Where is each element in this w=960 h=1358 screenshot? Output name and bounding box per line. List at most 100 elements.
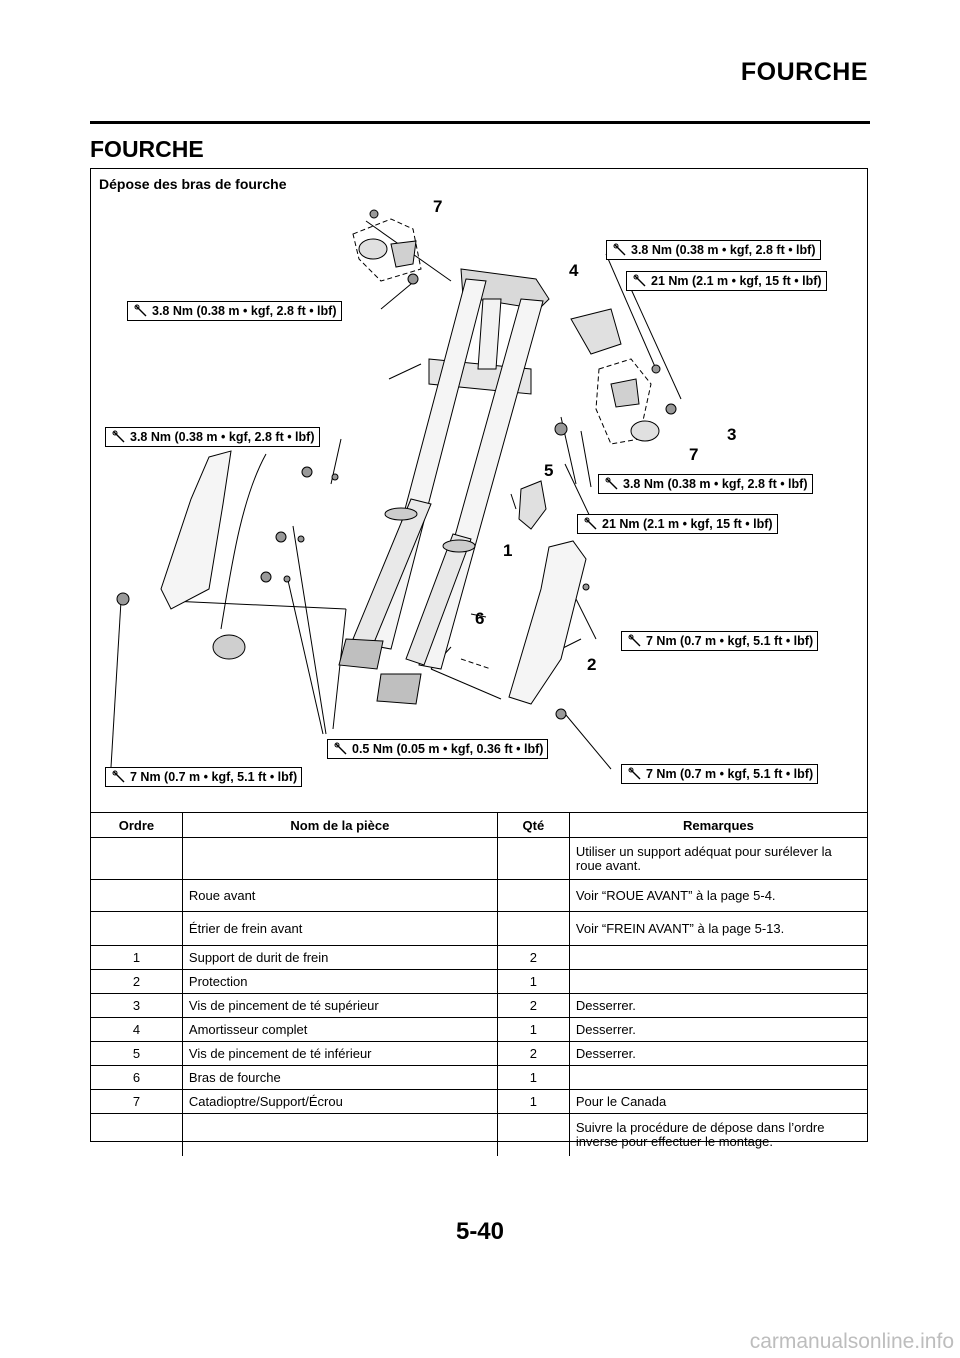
torque-spec-reflector-left: 3.8 Nm (0.38 m • kgf, 2.8 ft • lbf) (127, 301, 342, 321)
callout-2-protector: 2 (587, 655, 597, 674)
watermark[interactable]: carmanualsonline.info (749, 1330, 954, 1353)
page-header-title: FOURCHE (740, 58, 868, 86)
cell-quantity: 1 (496, 969, 570, 994)
torque-value: 3.8 Nm (0.38 m • kgf, 2.8 ft • lbf) (152, 304, 337, 318)
cell-remarks (568, 969, 867, 994)
wrench-icon (584, 517, 597, 530)
cell-part-name: Vis de pincement de té supérieur (181, 993, 498, 1018)
table-row: 3 Vis de pincement de té supérieur 2 Des… (91, 993, 867, 1018)
cell-order (91, 879, 183, 912)
cell-quantity (496, 1113, 570, 1156)
callout-5-lower-clamp-bolt: 5 (544, 461, 554, 480)
cell-remarks: Voir “ROUE AVANT” à la page 5-4. (568, 879, 867, 912)
cell-part-name: Bras de fourche (181, 1065, 498, 1090)
fork-exploded-diagram (110, 209, 682, 770)
torque-spec-reflector-right: 3.8 Nm (0.38 m • kgf, 2.8 ft • lbf) (598, 474, 813, 494)
cell-remarks: Desserrer. (568, 993, 867, 1018)
cell-quantity: 2 (496, 993, 570, 1018)
cell-remarks: Suivre la procédure de dépose dans l’ord… (568, 1113, 867, 1156)
cell-quantity: 2 (496, 1041, 570, 1066)
cell-remarks: Desserrer. (568, 1041, 867, 1066)
table-header-row: Ordre Nom de la pièce Qté Remarques (91, 812, 867, 838)
callout-1-hose-bracket: 1 (503, 541, 513, 560)
torque-spec-guard-left: 3.8 Nm (0.38 m • kgf, 2.8 ft • lbf) (105, 427, 320, 447)
torque-value: 7 Nm (0.7 m • kgf, 5.1 ft • lbf) (646, 767, 814, 781)
wrench-icon (633, 274, 646, 287)
cell-part-name: Vis de pincement de té inférieur (181, 1041, 498, 1066)
cell-order: 5 (91, 1041, 183, 1066)
table-row: 4 Amortisseur complet 1 Desserrer. (91, 1017, 867, 1042)
page-number: 5-40 (455, 1218, 505, 1245)
torque-value: 3.8 Nm (0.38 m • kgf, 2.8 ft • lbf) (623, 477, 808, 491)
header-divider (90, 121, 870, 124)
table-row: 5 Vis de pincement de té inférieur 2 Des… (91, 1041, 867, 1066)
torque-spec-upper-right: 3.8 Nm (0.38 m • kgf, 2.8 ft • lbf) (606, 240, 821, 260)
cell-order (91, 911, 183, 946)
callout-6-fork-leg: 6 (475, 609, 485, 628)
cell-quantity (496, 837, 570, 880)
torque-value: 7 Nm (0.7 m • kgf, 5.1 ft • lbf) (646, 634, 814, 648)
torque-spec-guard-right-upper: 7 Nm (0.7 m • kgf, 5.1 ft • lbf) (621, 631, 819, 651)
cell-remarks: Voir “FREIN AVANT” à la page 5-13. (568, 911, 867, 946)
wrench-icon (134, 304, 147, 317)
callout-7-reflector-right: 7 (689, 445, 699, 464)
cell-quantity (496, 911, 570, 946)
torque-value: 21 Nm (2.1 m • kgf, 15 ft • lbf) (651, 274, 822, 288)
torque-spec-hose-clamp: 0.5 Nm (0.05 m • kgf, 0.36 ft • lbf) (327, 739, 549, 759)
wrench-icon (112, 770, 125, 783)
torque-value: 0.5 Nm (0.05 m • kgf, 0.36 ft • lbf) (352, 742, 544, 756)
callout-7-reflector-left: 7 (433, 197, 443, 216)
table-row: 2 Protection 1 (91, 969, 867, 994)
cell-order: 2 (91, 969, 183, 994)
cell-order: 1 (91, 945, 183, 970)
table-row: 7 Catadioptre/Support/Écrou 1 Pour le Ca… (91, 1089, 867, 1114)
torque-value: 7 Nm (0.7 m • kgf, 5.1 ft • lbf) (130, 770, 298, 784)
parts-table: Ordre Nom de la pièce Qté Remarques Util… (91, 812, 867, 1156)
cell-part-name: Roue avant (181, 879, 498, 912)
torque-spec-guard-right-lower: 7 Nm (0.7 m • kgf, 5.1 ft • lbf) (621, 764, 819, 784)
table-row: Utiliser un support adéquat pour surélev… (91, 837, 867, 880)
diagram-title: Dépose des bras de fourche (99, 176, 287, 192)
cell-part-name (181, 1113, 498, 1156)
callout-4-shock-absorber: 4 (569, 261, 579, 280)
column-header-remarks: Remarques (568, 812, 867, 838)
table-row: Roue avant Voir “ROUE AVANT” à la page 5… (91, 879, 867, 912)
cell-part-name: Amortisseur complet (181, 1017, 498, 1042)
cell-order: 7 (91, 1089, 183, 1114)
wrench-icon (112, 430, 125, 443)
cell-part-name (181, 837, 498, 880)
table-row: 6 Bras de fourche 1 (91, 1065, 867, 1090)
column-header-quantity: Qté (496, 812, 570, 838)
table-row: Étrier de frein avant Voir “FREIN AVANT”… (91, 911, 867, 946)
wrench-icon (628, 634, 641, 647)
cell-part-name: Étrier de frein avant (181, 911, 498, 946)
callout-3-upper-clamp-bolt: 3 (727, 425, 737, 444)
torque-value: 21 Nm (2.1 m • kgf, 15 ft • lbf) (602, 517, 773, 531)
wrench-icon (605, 477, 618, 490)
cell-order: 6 (91, 1065, 183, 1090)
cell-remarks: Desserrer. (568, 1017, 867, 1042)
cell-order: 3 (91, 993, 183, 1018)
cell-part-name: Support de durit de frein (181, 945, 498, 970)
torque-spec-lower-clamp: 21 Nm (2.1 m • kgf, 15 ft • lbf) (577, 514, 778, 534)
cell-part-name: Catadioptre/Support/Écrou (181, 1089, 498, 1114)
cell-quantity: 1 (496, 1089, 570, 1114)
cell-remarks: Pour le Canada (568, 1089, 867, 1114)
column-header-order: Ordre (91, 812, 183, 838)
wrench-icon (334, 742, 347, 755)
cell-order: 4 (91, 1017, 183, 1042)
diagram-frame: Dépose des bras de fourche (90, 168, 868, 1156)
wrench-icon (628, 767, 641, 780)
cell-part-name: Protection (181, 969, 498, 994)
torque-spec-top-clamp: 21 Nm (2.1 m • kgf, 15 ft • lbf) (626, 271, 827, 291)
table-row: 1 Support de durit de frein 2 (91, 945, 867, 970)
torque-value: 3.8 Nm (0.38 m • kgf, 2.8 ft • lbf) (631, 243, 816, 257)
cell-quantity: 2 (496, 945, 570, 970)
torque-value: 3.8 Nm (0.38 m • kgf, 2.8 ft • lbf) (130, 430, 315, 444)
table-row: Suivre la procédure de dépose dans l’ord… (91, 1113, 867, 1156)
wrench-icon (613, 243, 626, 256)
cell-remarks (568, 1065, 867, 1090)
cell-order (91, 837, 183, 880)
cell-order (91, 1114, 182, 1156)
cell-remarks (568, 945, 867, 970)
